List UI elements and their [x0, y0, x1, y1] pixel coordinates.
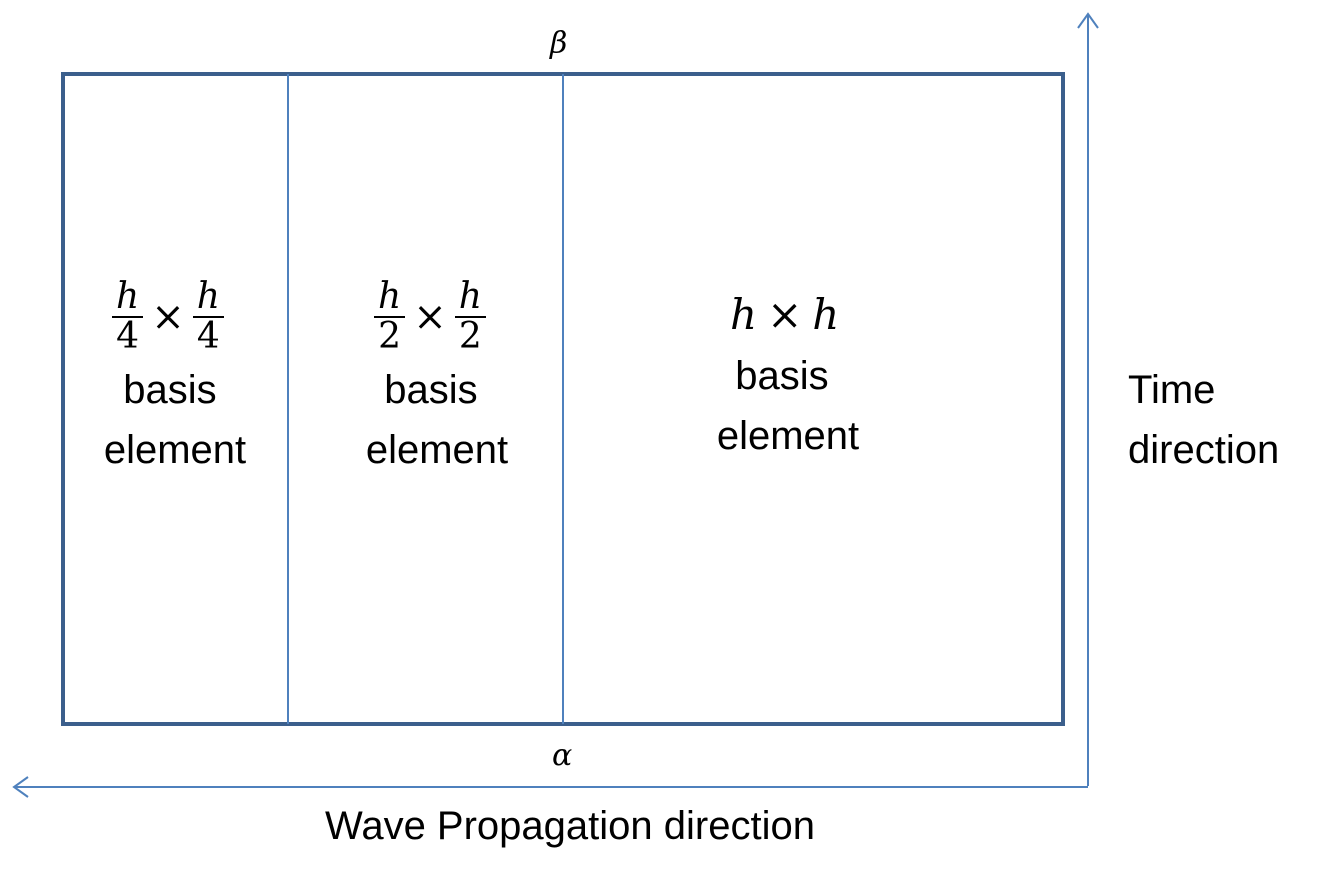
region-full-text-line1: basis [735, 354, 829, 398]
fraction-left: h 4 [112, 278, 144, 356]
region-half-text-line1: basis [384, 368, 478, 412]
region-full-text-line2: element [716, 414, 860, 458]
region-quarter-text-line2: element [103, 428, 247, 472]
time-direction-label-line2: direction [1128, 428, 1280, 472]
top-boundary-label: β [550, 26, 568, 61]
time-axis-arrowhead [1077, 12, 1099, 29]
fraction-right: h 2 [454, 278, 486, 356]
fraction-left: h 2 [374, 278, 406, 356]
region-full-size: h×h [730, 290, 840, 339]
region-half-text-line2: element [365, 428, 509, 472]
time-direction-label-line1: Time [1128, 368, 1216, 412]
region-quarter-size: h 4 × h 4 [110, 278, 226, 356]
fraction-right: h 4 [192, 278, 224, 356]
region-half-size: h 2 × h 2 [372, 278, 488, 356]
bottom-boundary-label: α [552, 738, 573, 773]
wave-axis-arrowhead [12, 776, 29, 798]
wave-propagation-label: Wave Propagation direction [325, 804, 815, 848]
region-quarter-text-line1: basis [123, 368, 217, 412]
